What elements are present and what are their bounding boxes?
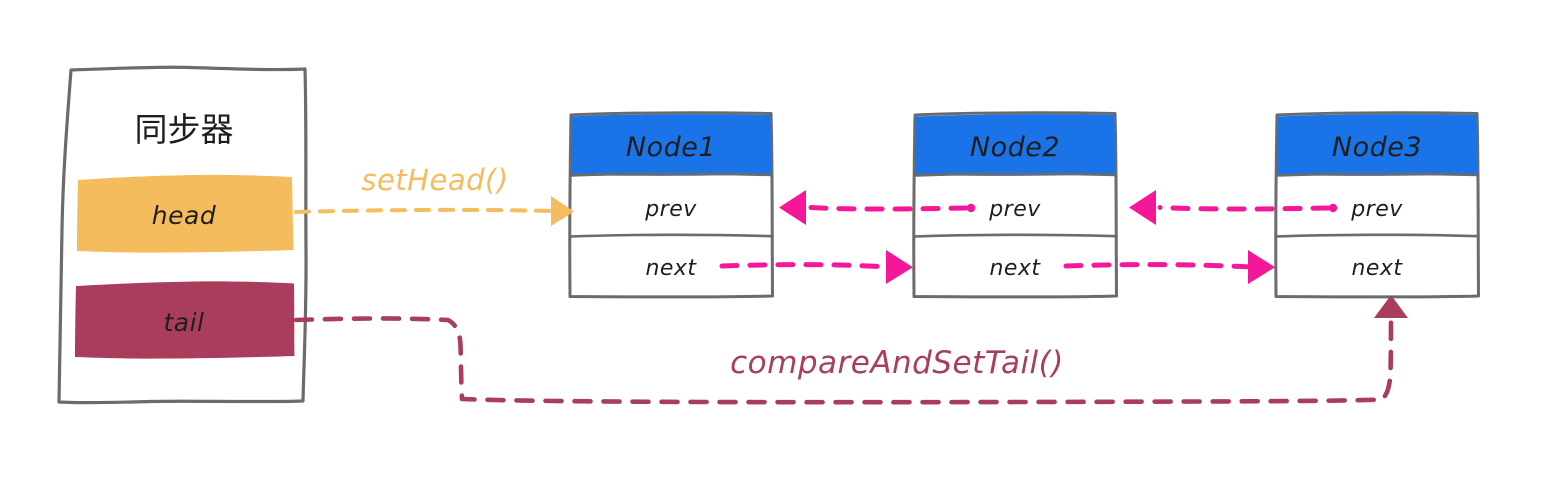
- node-2-box: [912, 111, 1118, 299]
- node-3-next-label: next: [1351, 256, 1403, 281]
- compare-and-set-tail-arrowhead: [1374, 295, 1408, 318]
- node3-prev-origin-dot: [1328, 203, 1338, 213]
- node3-prev-arrowhead: [1129, 190, 1156, 225]
- node1-next-arrowhead: [886, 250, 913, 284]
- set-head-connector: [294, 196, 574, 226]
- node2-next-connector: [1063, 250, 1275, 284]
- node-2-title: Node2: [970, 132, 1060, 163]
- node2-next-dashed-line: [1063, 262, 1250, 270]
- node-3-divider-2: [1274, 233, 1480, 238]
- node-2-divider-1: [913, 172, 1118, 177]
- node-3-title: Node3: [1332, 132, 1422, 163]
- synchronizer-title: 同步器: [135, 110, 234, 149]
- synchronizer-field-tail-label: tail: [163, 308, 204, 337]
- node-2-next-label: next: [989, 256, 1041, 281]
- node1-next-dashed-line: [719, 262, 888, 270]
- node-1-prev-label: prev: [644, 197, 697, 222]
- compare-and-set-tail-dashed-line: [293, 309, 1394, 405]
- node-1-divider-2: [568, 233, 774, 238]
- head-band-fill: [77, 174, 294, 253]
- node2-prev-arrowhead: [779, 190, 806, 225]
- node-1-next-label: next: [645, 256, 697, 281]
- synchronizer-field-head-label: head: [152, 201, 216, 230]
- node1-next-connector: [719, 250, 913, 284]
- head-band: [77, 174, 294, 253]
- tail-band: [75, 281, 295, 359]
- node2-next-arrowhead: [1248, 250, 1275, 284]
- node-3-box: [1274, 111, 1480, 299]
- set-head-arrowhead: [551, 196, 574, 226]
- node3-prev-connector: [1129, 190, 1338, 225]
- node-2-divider-2: [912, 233, 1118, 238]
- set-head-edge-label: setHead(): [361, 163, 508, 197]
- compare-and-set-tail-connector: [293, 295, 1408, 405]
- node-1-title: Node1: [626, 132, 716, 163]
- node-1-box: [568, 111, 774, 299]
- node-3-prev-label: prev: [1350, 197, 1403, 222]
- node2-prev-dashed-line: [807, 205, 969, 212]
- node2-prev-origin-dot: [966, 203, 976, 213]
- node-1-divider-1: [569, 172, 774, 177]
- node-3-header-fill: [1277, 114, 1478, 176]
- tail-band-fill: [75, 281, 295, 359]
- node3-prev-dashed-line: [1157, 205, 1331, 212]
- compare-and-set-tail-edge-label: compareAndSetTail(): [730, 345, 1064, 381]
- node-2-header-fill: [915, 114, 1116, 176]
- node2-prev-connector: [779, 190, 976, 225]
- set-head-dashed-line: [294, 207, 554, 214]
- node-2-prev-label: prev: [988, 197, 1041, 222]
- node-1-header-fill: [571, 114, 772, 176]
- node-3-divider-1: [1275, 172, 1480, 177]
